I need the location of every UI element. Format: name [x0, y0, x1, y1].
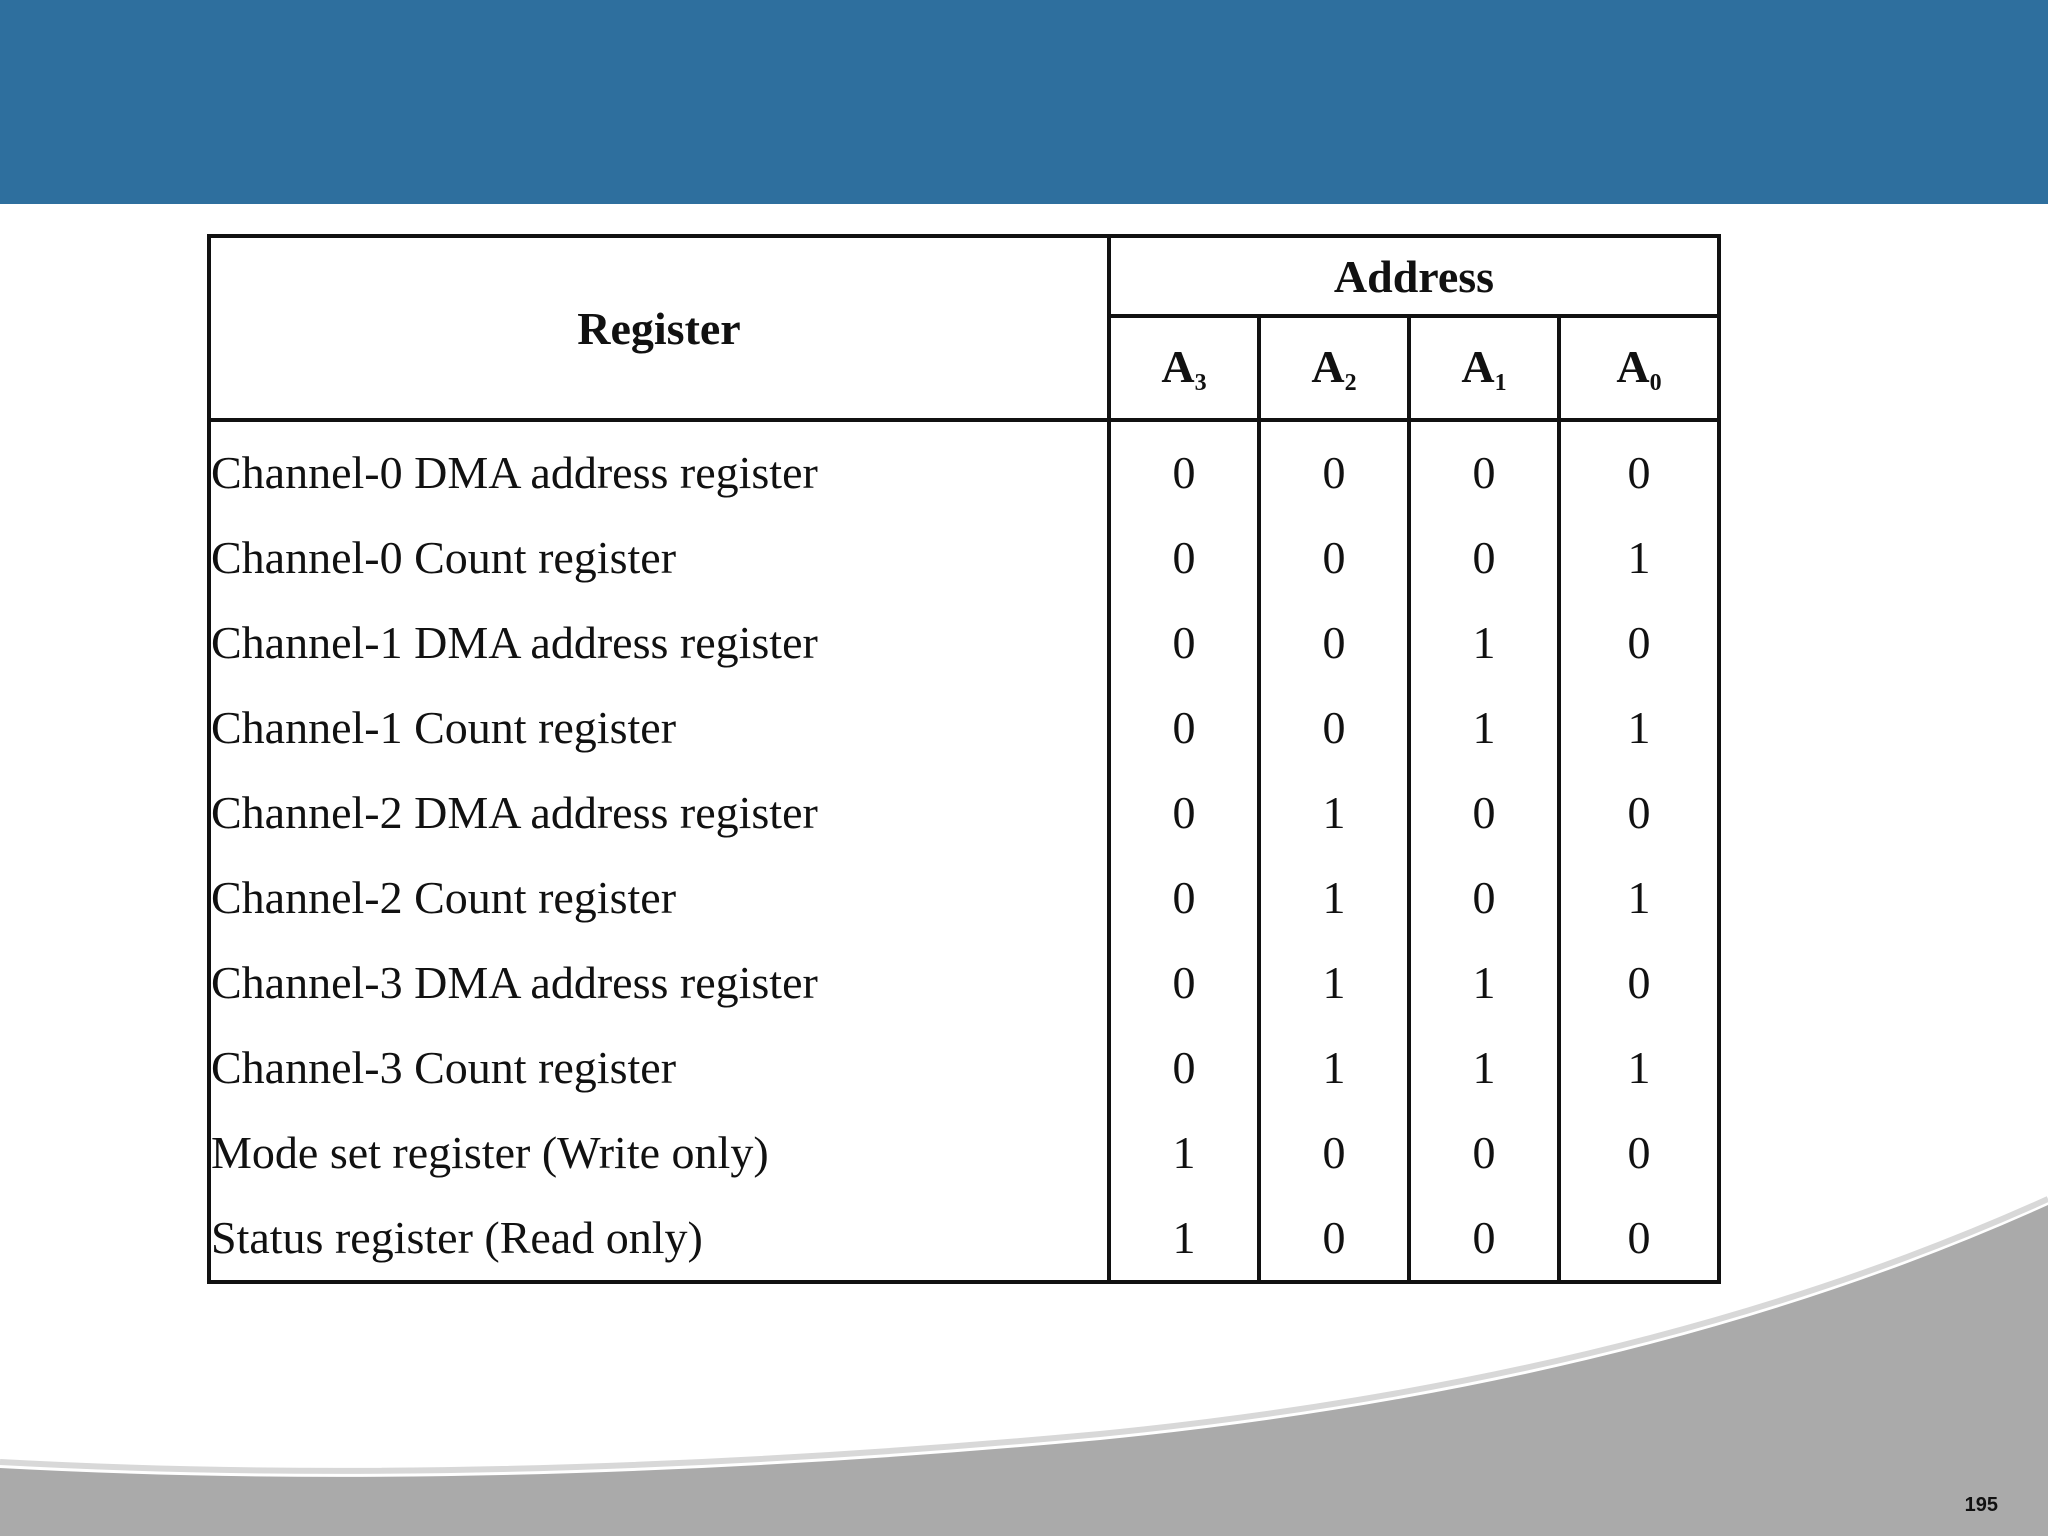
bit-a0: 1	[1557, 515, 1721, 600]
bit-a1: 1	[1407, 940, 1561, 1025]
bit-a2: 0	[1257, 685, 1411, 770]
register-address-table: Register Address A3 A2 A1 A0 Channel-0 D…	[207, 234, 1721, 1284]
title-banner	[0, 0, 2048, 204]
register-name: Channel-3 DMA address register	[207, 940, 1111, 1025]
bit-a3: 0	[1107, 940, 1261, 1025]
bit-a3: 0	[1107, 1025, 1261, 1110]
register-column-header: Register	[207, 234, 1111, 422]
bit-a0: 1	[1557, 855, 1721, 940]
bit-a2: 1	[1257, 855, 1411, 940]
bit-header-a0: A0	[1557, 314, 1721, 422]
slide-number: 195	[1964, 1494, 1998, 1516]
bit-a0: 0	[1557, 600, 1721, 685]
bit-a2: 0	[1257, 420, 1411, 515]
register-address-table-container: Register Address A3 A2 A1 A0 Channel-0 D…	[207, 234, 1721, 1284]
register-name: Channel-1 Count register	[207, 685, 1111, 770]
bit-a0: 0	[1557, 1110, 1721, 1195]
bit-a1: 0	[1407, 515, 1561, 600]
bit-a2: 1	[1257, 770, 1411, 855]
register-name: Channel-0 Count register	[207, 515, 1111, 600]
table-row: Channel-1 DMA address register 0 0 1 0	[207, 600, 1721, 685]
bit-a1: 0	[1407, 1110, 1561, 1195]
bit-a1: 1	[1407, 685, 1561, 770]
bit-a1: 0	[1407, 420, 1561, 515]
register-name: Status register (Read only)	[207, 1195, 1111, 1282]
footer-swoosh-highlight	[0, 1196, 2048, 1474]
table-row: Channel-3 Count register 0 1 1 1	[207, 1025, 1721, 1110]
bit-a1: 1	[1407, 1025, 1561, 1110]
register-name: Channel-2 DMA address register	[207, 770, 1111, 855]
table-row: Channel-2 DMA address register 0 1 0 0	[207, 770, 1721, 855]
bit-a1: 1	[1407, 600, 1561, 685]
table-row: Status register (Read only) 1 0 0 0	[207, 1195, 1721, 1282]
bit-a1: 0	[1407, 770, 1561, 855]
table-row: Channel-0 Count register 0 0 0 1	[207, 515, 1721, 600]
bit-a0: 1	[1557, 685, 1721, 770]
register-name: Channel-3 Count register	[207, 1025, 1111, 1110]
table-row: Mode set register (Write only) 1 0 0 0	[207, 1110, 1721, 1195]
bit-a0: 0	[1557, 1195, 1721, 1282]
bit-a0: 0	[1557, 420, 1721, 515]
bit-header-a2: A2	[1257, 314, 1411, 422]
bit-a3: 0	[1107, 600, 1261, 685]
bit-a1: 0	[1407, 855, 1561, 940]
bit-a3: 1	[1107, 1195, 1261, 1282]
bit-a2: 0	[1257, 515, 1411, 600]
bit-a2: 0	[1257, 1110, 1411, 1195]
register-name: Channel-0 DMA address register	[207, 420, 1111, 515]
footer-swoosh-shape	[0, 1205, 2048, 1536]
bit-a3: 0	[1107, 685, 1261, 770]
bit-a3: 1	[1107, 1110, 1261, 1195]
bit-header-a3: A3	[1107, 314, 1261, 422]
register-name: Channel-2 Count register	[207, 855, 1111, 940]
bit-a2: 1	[1257, 940, 1411, 1025]
bit-a0: 1	[1557, 1025, 1721, 1110]
bit-a2: 0	[1257, 1195, 1411, 1282]
bit-a3: 0	[1107, 855, 1261, 940]
register-name: Channel-1 DMA address register	[207, 600, 1111, 685]
bit-a0: 0	[1557, 940, 1721, 1025]
table-row: Channel-0 DMA address register 0 0 0 0	[207, 420, 1721, 515]
bit-header-a1: A1	[1407, 314, 1561, 422]
bit-a2: 1	[1257, 1025, 1411, 1110]
bit-a3: 0	[1107, 770, 1261, 855]
register-name: Mode set register (Write only)	[207, 1110, 1111, 1195]
bit-a1: 0	[1407, 1195, 1561, 1282]
address-column-header: Address	[1107, 234, 1721, 318]
bit-a3: 0	[1107, 515, 1261, 600]
bit-a3: 0	[1107, 420, 1261, 515]
table-row: Channel-1 Count register 0 0 1 1	[207, 685, 1721, 770]
bit-a0: 0	[1557, 770, 1721, 855]
table-row: Channel-2 Count register 0 1 0 1	[207, 855, 1721, 940]
bit-a2: 0	[1257, 600, 1411, 685]
table-row: Channel-3 DMA address register 0 1 1 0	[207, 940, 1721, 1025]
